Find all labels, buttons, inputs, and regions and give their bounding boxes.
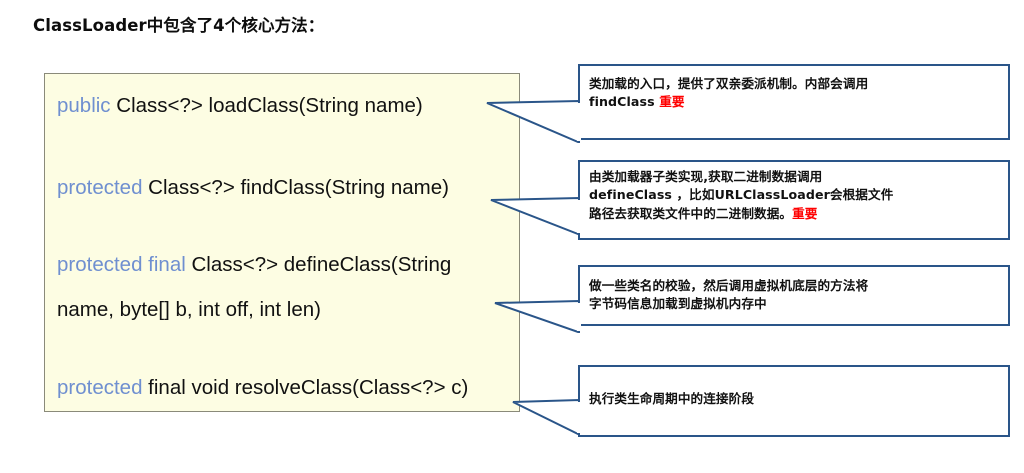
callout-box-find-class: 由类加载器子类实现,获取二进制数据调用 defineClass ，比如URLCl… <box>578 160 1010 240</box>
callout-text-find-class: 由类加载器子类实现,获取二进制数据调用 defineClass ，比如URLCl… <box>589 168 893 223</box>
code-line-load-class: public Class<?> loadClass(String name) <box>57 95 423 117</box>
callout-text-load-class: 类加载的入口，提供了双亲委派机制。内部会调用 findClass 重要 <box>589 75 868 112</box>
callout-text-define-class: 做一些类名的校验，然后调用虚拟机底层的方法将 字节码信息加载到虚拟机内存中 <box>589 277 868 314</box>
keyword-protected-final: protected final <box>57 253 186 276</box>
callout-box-resolve-class: 执行类生命周期中的连接阶段 <box>578 365 1010 437</box>
signature-resolve-class: final void resolveClass(Class<?> c) <box>142 376 469 399</box>
callout-box-define-class: 做一些类名的校验，然后调用虚拟机底层的方法将 字节码信息加载到虚拟机内存中 <box>578 265 1010 326</box>
keyword-protected: protected <box>57 376 143 399</box>
code-line-define-class: protected final Class<?> defineClass(Str… <box>57 254 451 276</box>
important-badge: 重要 <box>659 94 685 110</box>
important-badge: 重要 <box>792 205 818 221</box>
callout-text-resolve-class: 执行类生命周期中的连接阶段 <box>589 390 754 408</box>
signature-define-class: Class<?> defineClass(String <box>185 253 452 276</box>
code-block: public Class<?> loadClass(String name) p… <box>44 73 520 412</box>
callout-box-load-class: 类加载的入口，提供了双亲委派机制。内部会调用 findClass 重要 <box>578 64 1010 140</box>
callout-line: 字节码信息加载到虚拟机内存中 <box>589 296 767 312</box>
callout-line: 路径去获取类文件中的二进制数据。重要 <box>589 205 818 221</box>
callout-line: findClass 重要 <box>589 94 685 110</box>
callout-line: 做一些类名的校验，然后调用虚拟机底层的方法将 <box>589 278 869 293</box>
code-line-find-class: protected Class<?> findClass(String name… <box>57 177 449 199</box>
callout-line: 类加载的入口，提供了双亲委派机制。内部会调用 <box>589 76 869 91</box>
page-title: ClassLoader中包含了4个核心方法： <box>33 16 325 35</box>
code-line-resolve-class: protected final void resolveClass(Class<… <box>57 377 468 399</box>
keyword-protected: protected <box>57 176 143 199</box>
callout-line: 执行类生命周期中的连接阶段 <box>589 391 755 406</box>
callout-line: 由类加载器子类实现,获取二进制数据调用 <box>589 169 823 184</box>
leader-tail-resolve-class <box>512 398 580 435</box>
signature-define-class-params: name, byte[] b, int off, int len) <box>57 298 321 321</box>
signature-find-class: Class<?> findClass(String name) <box>142 176 449 199</box>
keyword-public: public <box>57 94 111 117</box>
callout-line: defineClass ，比如URLClassLoader会根据文件 <box>589 187 894 203</box>
signature-load-class: Class<?> loadClass(String name) <box>110 94 423 117</box>
code-line-define-class-params: name, byte[] b, int off, int len) <box>57 299 321 321</box>
